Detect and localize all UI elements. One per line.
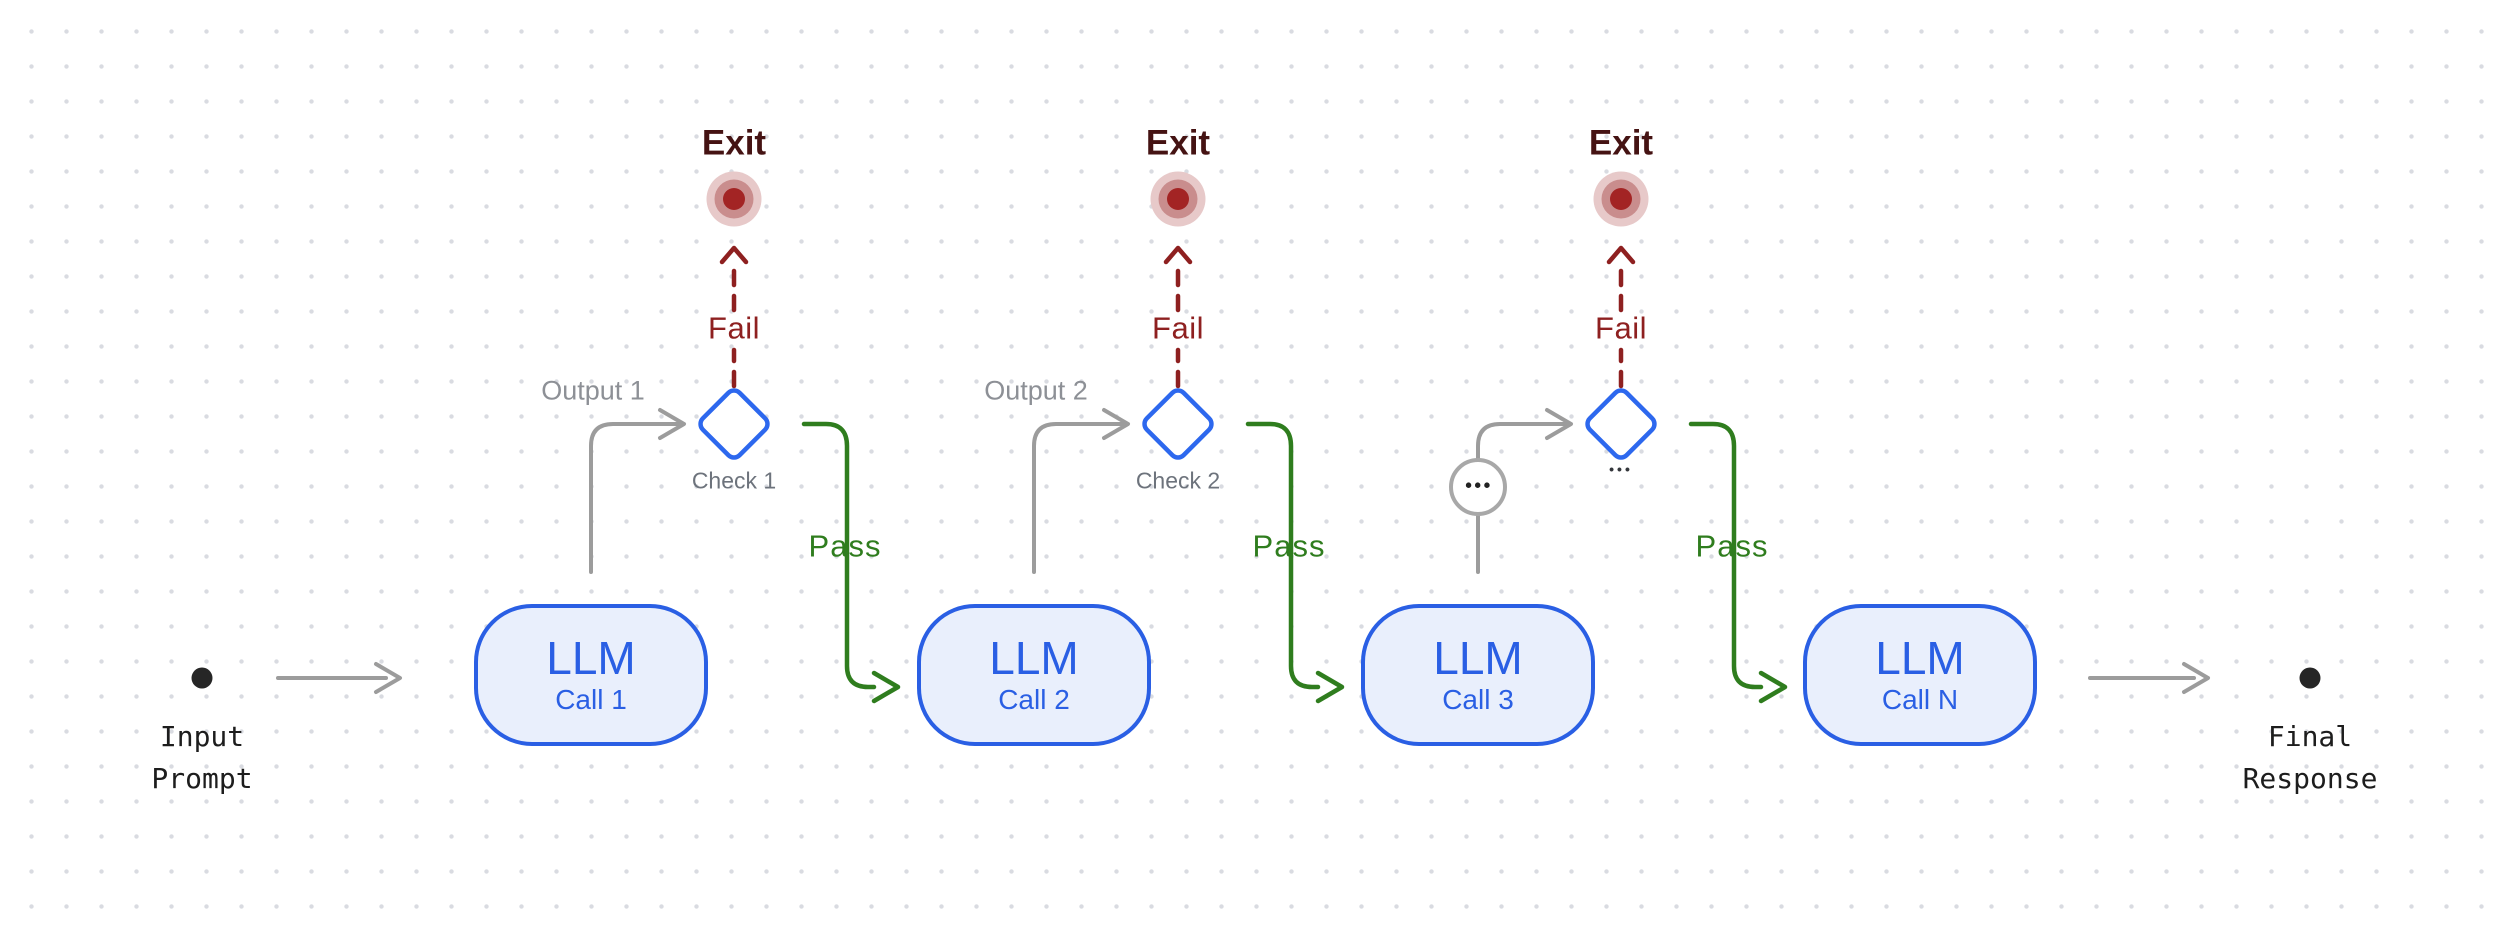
check-diamond-n xyxy=(1585,388,1657,460)
check-diamond-1 xyxy=(698,388,770,460)
llm-call-2-node: LLM Call 2 xyxy=(917,604,1151,746)
llm-call-n-title: LLM xyxy=(1875,631,1965,684)
exit-target-2 xyxy=(1150,171,1206,227)
llm-call-n-node: LLM Call N xyxy=(1803,604,2037,746)
pass-arrow-1 xyxy=(801,421,901,704)
exit-label-3: Exit xyxy=(1588,123,1654,163)
llm-call-2-title: LLM xyxy=(989,631,1079,684)
fail-arrow-2 xyxy=(1163,245,1193,389)
ellipsis-node-label: ••• xyxy=(1465,475,1493,497)
input-label-line1: Input xyxy=(159,720,245,753)
final-label-line2: Response xyxy=(2242,762,2378,795)
exit-target-1 xyxy=(706,171,762,227)
llm-call-1-subtitle: Call 1 xyxy=(555,684,627,716)
arrow-llm2-to-check2 xyxy=(1032,408,1130,574)
llm-call-1-title: LLM xyxy=(546,631,636,684)
check-label-2: Check 2 xyxy=(1135,467,1221,494)
llm-call-3-node: LLM Call 3 xyxy=(1361,604,1595,746)
pass-label-2: Pass xyxy=(1252,528,1326,564)
check-ellipsis-label: ••• xyxy=(1609,461,1633,477)
pass-label-3: Pass xyxy=(1695,528,1769,564)
llm-call-3-title: LLM xyxy=(1433,631,1523,684)
pass-label-1: Pass xyxy=(808,528,882,564)
check-label-1: Check 1 xyxy=(691,467,777,494)
fail-arrow-1 xyxy=(719,245,749,389)
final-label-line1: Final xyxy=(2267,720,2353,753)
final-end-dot xyxy=(2299,667,2321,689)
fail-arrow-3 xyxy=(1606,245,1636,389)
fail-label-1: Fail xyxy=(708,310,760,346)
llm-call-3-subtitle: Call 3 xyxy=(1442,684,1514,716)
pass-arrow-3 xyxy=(1688,421,1788,704)
output-label-1: Output 1 xyxy=(541,375,645,406)
ellipsis-node-circle xyxy=(1449,458,1507,516)
arrow-llm3-to-check-n xyxy=(1476,408,1573,574)
fail-label-2: Fail xyxy=(1152,310,1204,346)
exit-label-2: Exit xyxy=(1145,123,1211,163)
llm-call-1-node: LLM Call 1 xyxy=(474,604,708,746)
llm-call-n-subtitle: Call N xyxy=(1881,684,1959,716)
output-label-2: Output 2 xyxy=(984,375,1088,406)
exit-label-1: Exit xyxy=(701,123,767,163)
fail-label-3: Fail xyxy=(1595,310,1647,346)
arrow-input-to-llm1 xyxy=(276,662,402,694)
check-diamond-2 xyxy=(1142,388,1214,460)
arrow-llmn-to-final xyxy=(2088,662,2210,694)
input-label-line2: Prompt xyxy=(151,762,253,795)
pass-arrow-2 xyxy=(1245,421,1345,704)
input-start-dot xyxy=(191,667,213,689)
llm-call-2-subtitle: Call 2 xyxy=(998,684,1070,716)
exit-target-3 xyxy=(1593,171,1649,227)
arrow-llm1-to-check1 xyxy=(589,408,686,574)
